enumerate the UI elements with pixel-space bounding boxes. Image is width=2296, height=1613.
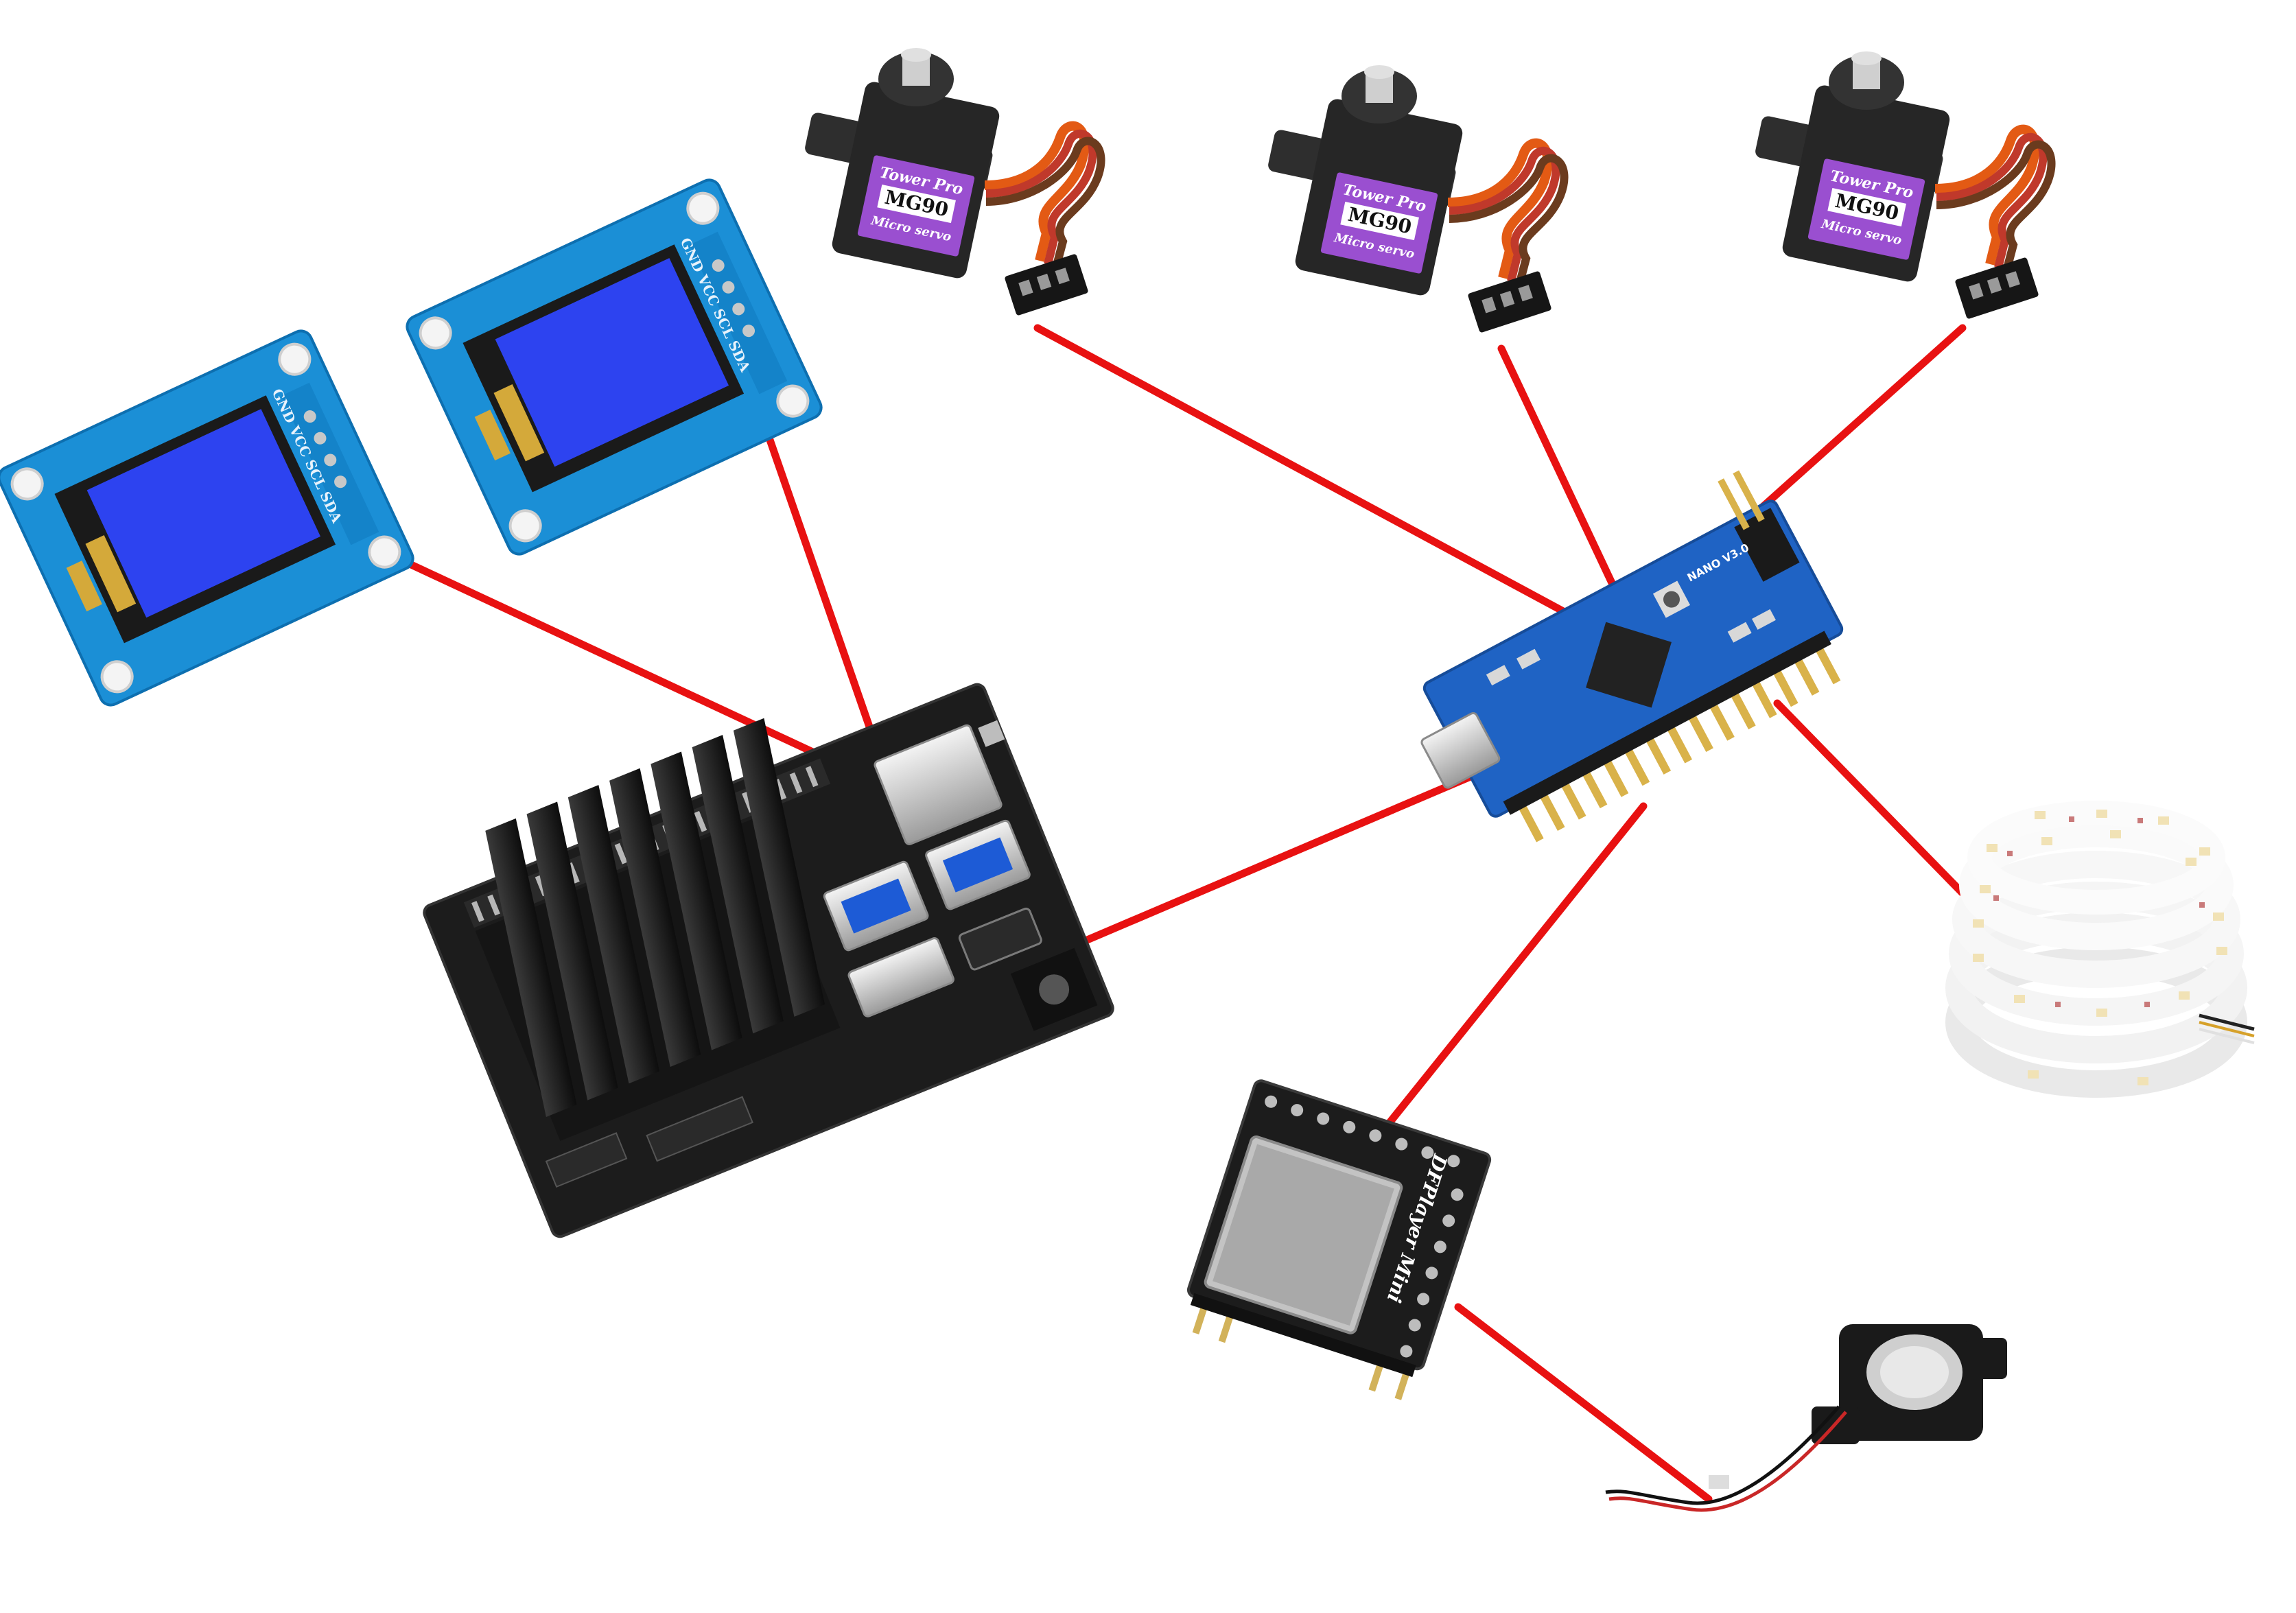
servo-motor-1: Tower Pro MG90 Micro servo — [804, 48, 1101, 316]
servo-motor-2: Tower Pro MG90 Micro servo — [1267, 65, 1564, 333]
wire-dfplayer-to-speaker — [1458, 1307, 1709, 1499]
speaker-icon — [1606, 1324, 2007, 1510]
oled-display-left: GND VCC SCL SDA — [0, 327, 417, 709]
dfplayer-mini: DFPlayer Mini — [1176, 1079, 1492, 1404]
wire-servo-1-to-nano — [1038, 328, 1575, 617]
led-strip — [1959, 810, 2254, 1085]
arduino-nano-icon — [1379, 462, 1864, 868]
wire-servo-3-to-nano — [1746, 328, 1963, 521]
wire-servo-2-to-nano — [1501, 349, 1625, 611]
arduino-nano: NANO V3.0 — [1379, 462, 1864, 868]
led-strip-icon — [1959, 810, 2254, 1085]
speaker — [1606, 1324, 2007, 1510]
oled-display-icon — [403, 176, 825, 558]
oled-display-right: GND VCC SCL SDA — [403, 176, 825, 558]
dfplayer-mini-icon — [1176, 1079, 1492, 1404]
oled-display-icon — [0, 327, 417, 709]
servo-motor-3: Tower Pro MG90 Micro servo — [1754, 51, 2051, 320]
jetson-nano-board — [403, 637, 1115, 1239]
wire-nano-to-dfplayer — [1379, 806, 1643, 1135]
wire-nano-to-led-strip — [1777, 703, 1969, 900]
jetson-nano-board-icon — [403, 637, 1115, 1239]
